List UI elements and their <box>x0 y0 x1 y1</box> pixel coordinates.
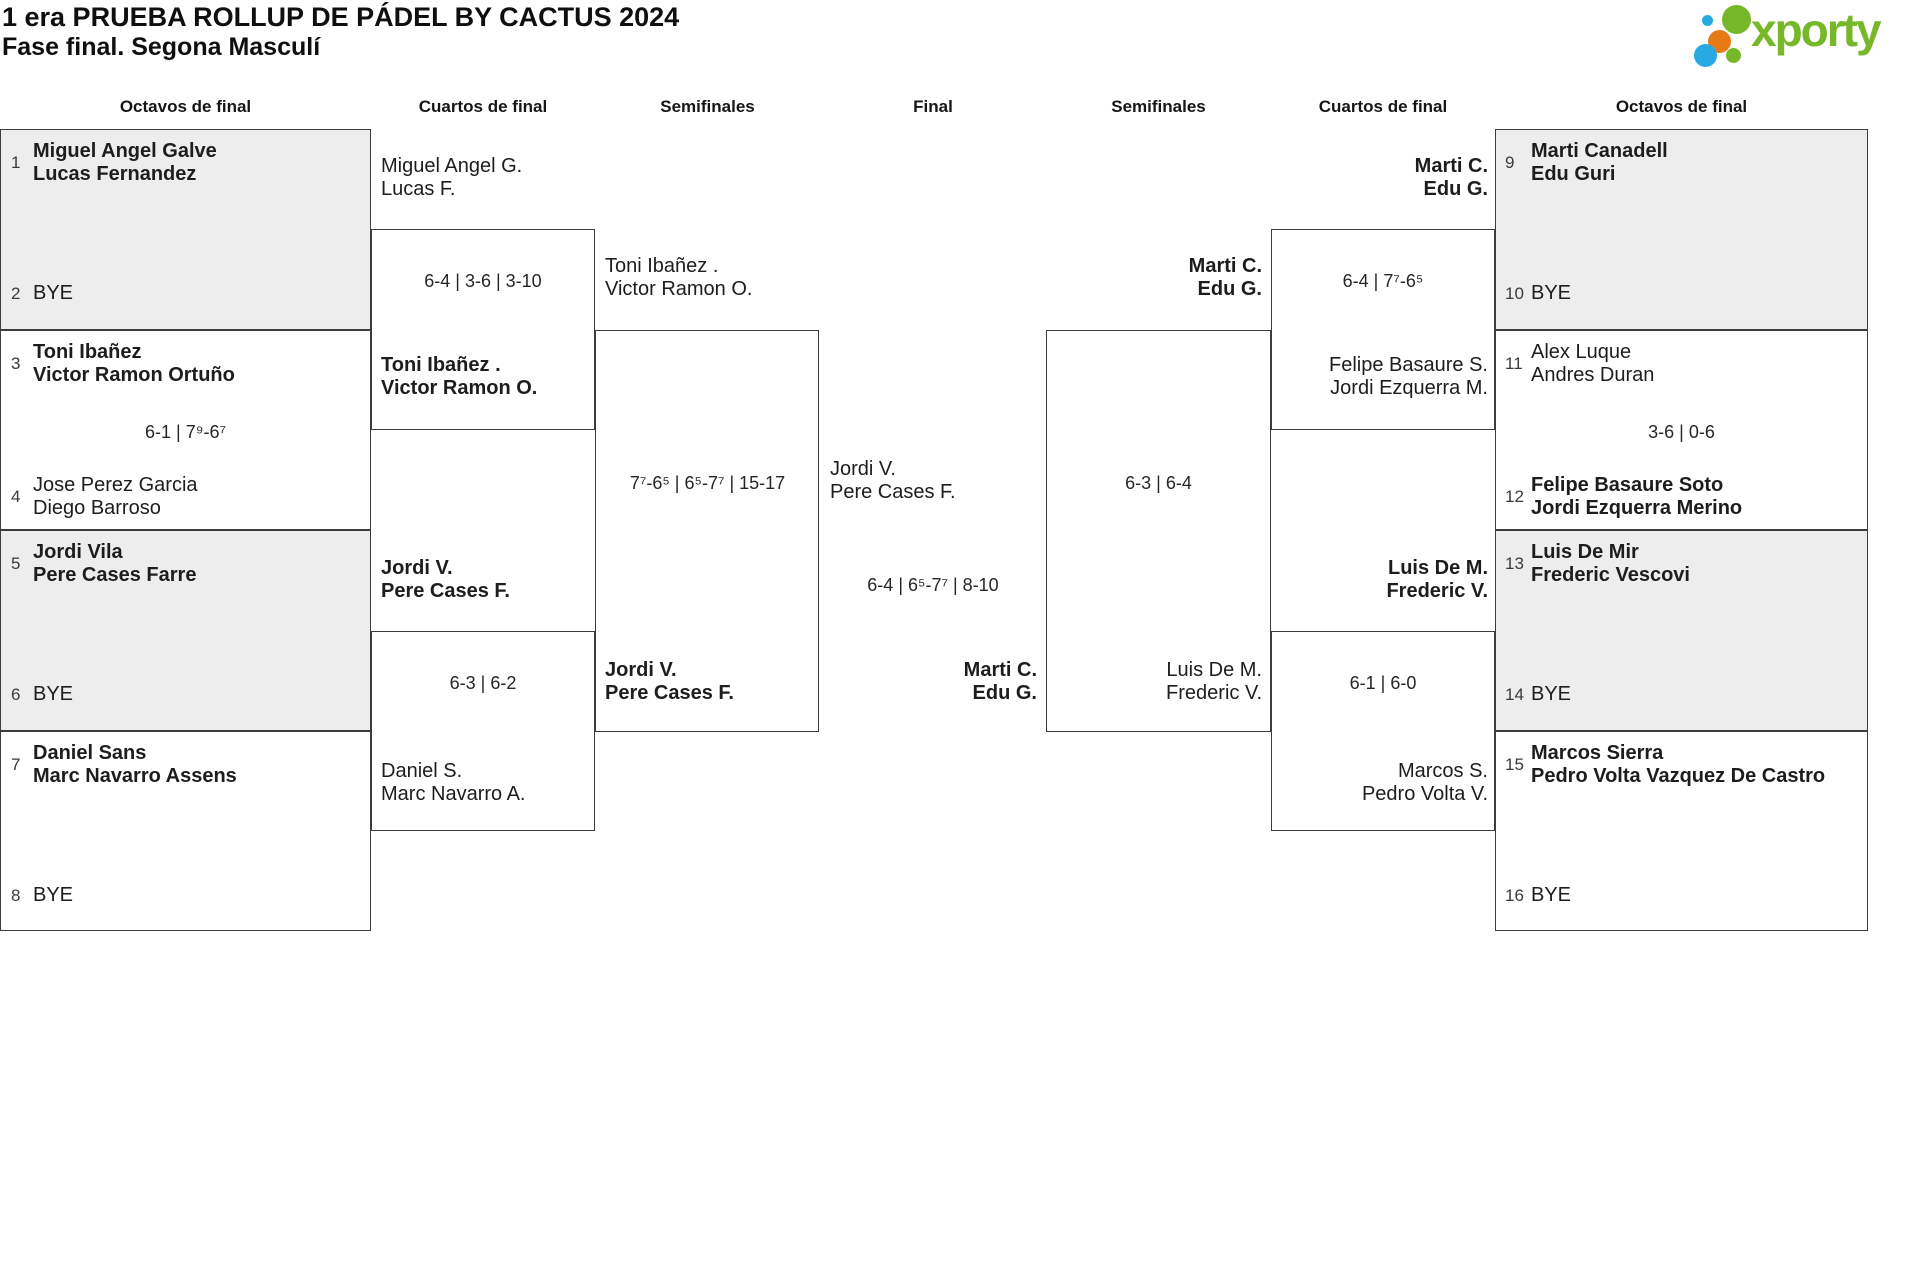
seed-number: 13 <box>1505 554 1524 573</box>
seed-number: 10 <box>1505 283 1524 303</box>
match-connector <box>1271 631 1495 831</box>
team-name: Marti C. Edu G. <box>1414 155 1488 200</box>
logo-dot-blue-small-icon <box>1702 15 1713 26</box>
team-name: Luis De Mir Frederic Vescovi <box>1531 541 1690 586</box>
seed-number: 9 <box>1505 153 1515 172</box>
bracket-slot: 4 Jose Perez Garcia Diego Barroso <box>11 474 364 520</box>
logo-dot-green-small-icon <box>1726 48 1741 63</box>
round-header-cuartos-left: Cuartos de final <box>418 97 548 116</box>
match-score: 6-3 | 6-2 <box>449 673 517 693</box>
seed-number: 12 <box>1505 487 1524 506</box>
team-name: Marcos Sierra Pedro Volta Vazquez De Cas… <box>1531 742 1826 787</box>
match-connector <box>1271 229 1495 430</box>
bracket-box-5-6: 5 Jordi Vila Pere Cases Farre 6 BYE <box>0 530 371 731</box>
team-name: Luis De M. Frederic V. <box>1386 557 1488 602</box>
match-connector <box>1046 330 1271 732</box>
seed-number: 1 <box>11 153 21 172</box>
round-header-semis-right: Semifinales <box>1111 97 1206 116</box>
bracket-box-13-14: 13 Luis De Mir Frederic Vescovi 14 BYE <box>1495 530 1868 731</box>
seed-number: 14 <box>1505 684 1524 704</box>
team-name: Marti Canadell Edu Guri <box>1531 140 1668 185</box>
seed-number: 6 <box>11 684 21 704</box>
team-name: BYE <box>33 282 74 304</box>
bracket-slot: 2 BYE <box>11 282 364 305</box>
team-name: Felipe Basaure Soto Jordi Ezquerra Merin… <box>1531 474 1743 519</box>
bracket-slot: 7 Daniel Sans Marc Navarro Assens <box>11 742 364 788</box>
team-name: Jordi V. Pere Cases F. <box>605 659 734 704</box>
seed-number: 16 <box>1505 885 1524 905</box>
bracket-slot: 5 Jordi Vila Pere Cases Farre <box>11 541 364 587</box>
bracket-slot: 8 BYE <box>11 884 364 907</box>
logo-dot-blue-large-icon <box>1694 44 1717 67</box>
logo-dot-green-large-icon <box>1722 5 1751 34</box>
match-score: 6-4 | 6⁵-7⁷ | 8-10 <box>867 575 999 595</box>
seed-number: 2 <box>11 283 21 303</box>
logo-wordmark: xporty <box>1751 4 1882 56</box>
match-connector <box>595 330 819 732</box>
seed-number: 7 <box>11 755 21 774</box>
team-name: Daniel S. Marc Navarro A. <box>381 760 526 805</box>
bracket-slot: 16 BYE <box>1505 884 1861 907</box>
team-name: Jordi Vila Pere Cases Farre <box>33 541 197 586</box>
match-score: 6-1 | 7⁹-6⁷ <box>145 422 226 442</box>
match-connector <box>371 631 595 831</box>
page-subtitle: Fase final. Segona Masculí <box>2 33 321 61</box>
team-name: Toni Ibañez . Victor Ramon O. <box>605 255 753 300</box>
bracket-slot: 1 Miguel Angel Galve Lucas Fernandez <box>11 140 364 186</box>
team-name: Marti C. Edu G. <box>963 659 1037 704</box>
team-name: Toni Ibañez Victor Ramon Ortuño <box>33 341 235 386</box>
team-name: Jordi V. Pere Cases F. <box>381 557 510 602</box>
match-score: 3-6 | 0-6 <box>1648 422 1715 442</box>
bracket-box-11-12: 11 Alex Luque Andres Duran 3-6 | 0-6 12 … <box>1495 330 1868 530</box>
team-name: BYE <box>1531 884 1572 906</box>
page-title: 1 era PRUEBA ROLLUP DE PÁDEL BY CACTUS 2… <box>2 2 680 32</box>
team-name: Luis De M. Frederic V. <box>1166 659 1262 704</box>
seed-number: 15 <box>1505 755 1524 774</box>
bracket-slot: 11 Alex Luque Andres Duran <box>1505 341 1861 387</box>
team-name: Jordi V. Pere Cases F. <box>830 458 956 503</box>
team-name: Miguel Angel G. Lucas F. <box>381 155 523 200</box>
seed-number: 11 <box>1505 354 1523 373</box>
bracket-box-3-4: 3 Toni Ibañez Victor Ramon Ortuño 6-1 | … <box>0 330 371 530</box>
seed-number: 4 <box>11 487 21 506</box>
bracket-box-9-10: 9 Marti Canadell Edu Guri 10 BYE <box>1495 129 1868 330</box>
team-name: BYE <box>33 683 74 705</box>
round-header-final: Final <box>913 97 953 116</box>
team-name: Jose Perez Garcia Diego Barroso <box>33 474 198 519</box>
match-score: 7⁷-6⁵ | 6⁵-7⁷ | 15-17 <box>629 473 786 493</box>
team-name: Toni Ibañez . Victor Ramon O. <box>381 354 538 399</box>
match-score: 6-4 | 7⁷-6⁵ <box>1342 271 1424 291</box>
round-header-cuartos-right: Cuartos de final <box>1318 97 1448 116</box>
bracket-box-1-2: 1 Miguel Angel Galve Lucas Fernandez 2 B… <box>0 129 371 330</box>
team-name: BYE <box>1531 683 1572 705</box>
match-score: 6-4 | 3-6 | 3-10 <box>424 271 542 291</box>
seed-number: 8 <box>11 885 21 905</box>
team-name: Marcos S. Pedro Volta V. <box>1361 760 1488 805</box>
team-name: BYE <box>1531 282 1572 304</box>
seed-number: 5 <box>11 554 21 573</box>
bracket-box-7-8: 7 Daniel Sans Marc Navarro Assens 8 BYE <box>0 731 371 931</box>
bracket-slot: 14 BYE <box>1505 683 1861 706</box>
round-header-octavos-left: Octavos de final <box>119 97 252 116</box>
match-score: 6-3 | 6-4 <box>1125 473 1192 493</box>
bracket-box-15-16: 15 Marcos Sierra Pedro Volta Vazquez De … <box>1495 731 1868 931</box>
bracket-slot: 9 Marti Canadell Edu Guri <box>1505 140 1861 186</box>
round-header-octavos-right: Octavos de final <box>1615 97 1748 116</box>
team-name: Daniel Sans Marc Navarro Assens <box>33 742 237 787</box>
bracket-slot: 3 Toni Ibañez Victor Ramon Ortuño <box>11 341 364 387</box>
team-name: Marti C. Edu G. <box>1188 255 1262 300</box>
round-header-semis-left: Semifinales <box>660 97 755 116</box>
bracket-slot: 13 Luis De Mir Frederic Vescovi <box>1505 541 1861 587</box>
bracket-slot: 10 BYE <box>1505 282 1861 305</box>
team-name: Miguel Angel Galve Lucas Fernandez <box>33 140 217 185</box>
bracket-slot: 6 BYE <box>11 683 364 706</box>
team-name: Felipe Basaure S. Jordi Ezquerra M. <box>1329 354 1488 399</box>
match-score: 6-1 | 6-0 <box>1349 673 1417 693</box>
team-name: BYE <box>33 884 74 906</box>
bracket-slot: 12 Felipe Basaure Soto Jordi Ezquerra Me… <box>1505 474 1861 520</box>
seed-number: 3 <box>11 354 21 373</box>
team-name: Alex Luque Andres Duran <box>1531 341 1655 386</box>
bracket-slot: 15 Marcos Sierra Pedro Volta Vazquez De … <box>1505 742 1861 788</box>
match-connector <box>371 229 595 430</box>
